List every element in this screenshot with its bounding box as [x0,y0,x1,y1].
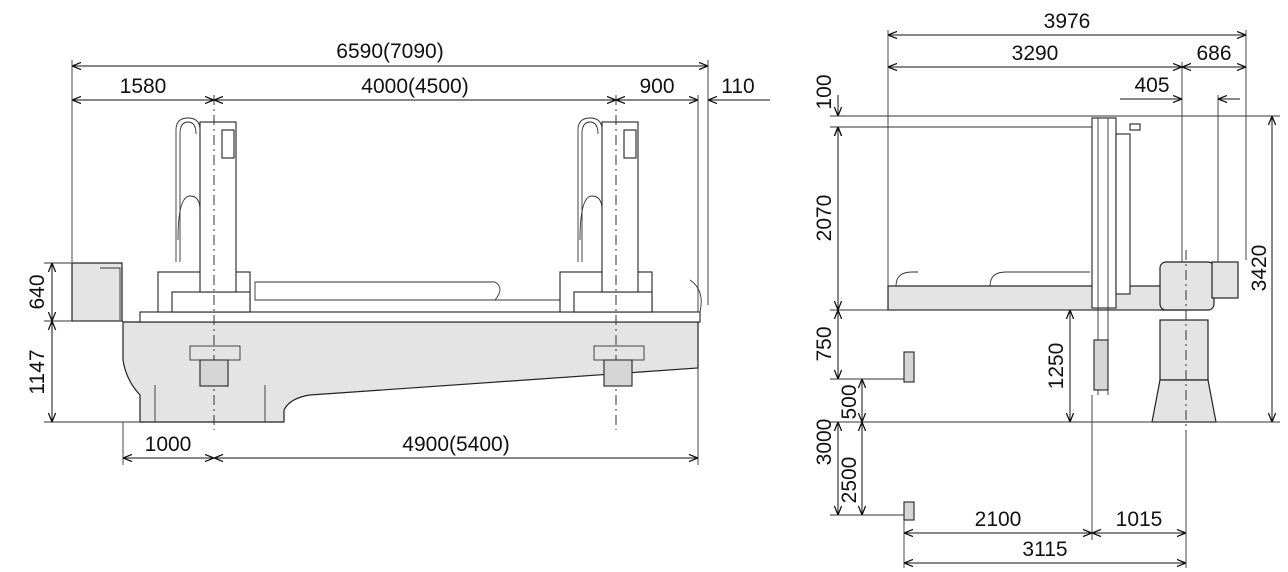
tool-lower [903,501,915,521]
robot-right [559,95,702,430]
dim-right-extra: 110 [721,75,754,98]
beam-cable [989,271,1090,287]
dim-vertical-stroke: 1250 [1045,343,1068,390]
dim-stroke-lower: 2500 [838,457,861,504]
vertical-arm [1091,117,1117,309]
dim-total-height: 3420 [1248,245,1271,292]
tool-upper [903,351,915,383]
travel-rail [139,311,701,323]
dim-side-overall: 3976 [1044,10,1091,33]
pillar-column [1159,319,1209,381]
dim-right-inner: 405 [1134,74,1169,97]
dim-upper-stroke: 750 [813,326,836,361]
gripper [1093,339,1109,391]
beam-stopper [895,271,918,287]
dim-left-offset: 1580 [120,75,167,98]
pillar-base [1151,379,1217,423]
motor-left [221,129,235,159]
cable-loop-right [577,117,603,262]
left-end-block [71,262,123,322]
gearbox-right [603,359,633,387]
cable-loop-left [175,117,201,262]
dim-side-column-height: 2070 [813,195,836,242]
base-frame [122,321,699,423]
front-view: 6590(7090) 1580 4000(4500) 900 110 640 1… [26,40,770,465]
dim-right-overhang: 686 [1196,42,1231,65]
dim-column-height: 640 [26,274,49,309]
dim-stroke-total: 3000 [813,419,836,466]
dim-base-length: 4900(5400) [402,433,509,456]
dim-right-offset: 900 [639,75,674,98]
dim-horizontal-total: 3115 [1022,538,1067,561]
dim-horizontal-left: 2100 [975,508,1022,531]
motor-right [623,129,637,159]
dim-base-left: 1000 [145,433,192,456]
dim-lower-gap: 500 [838,384,861,419]
dim-axis-spacing: 4000(4500) [361,75,468,98]
horizontal-beam [887,285,1187,311]
cable-carrier [254,281,501,301]
end-block-edge [100,267,121,320]
robot-left [157,95,251,430]
pillar-head [1159,261,1215,311]
side-view: 3976 3290 686 405 100 2070 750 3000 500 … [813,10,1280,568]
gearbox-left [199,359,229,387]
dim-horizontal-right: 1015 [1116,508,1163,531]
dim-beam-length: 3290 [1012,42,1059,65]
dim-overall-width: 6590(7090) [336,40,443,63]
dim-base-height: 1147 [26,349,49,394]
dim-top-margin: 100 [813,74,836,109]
